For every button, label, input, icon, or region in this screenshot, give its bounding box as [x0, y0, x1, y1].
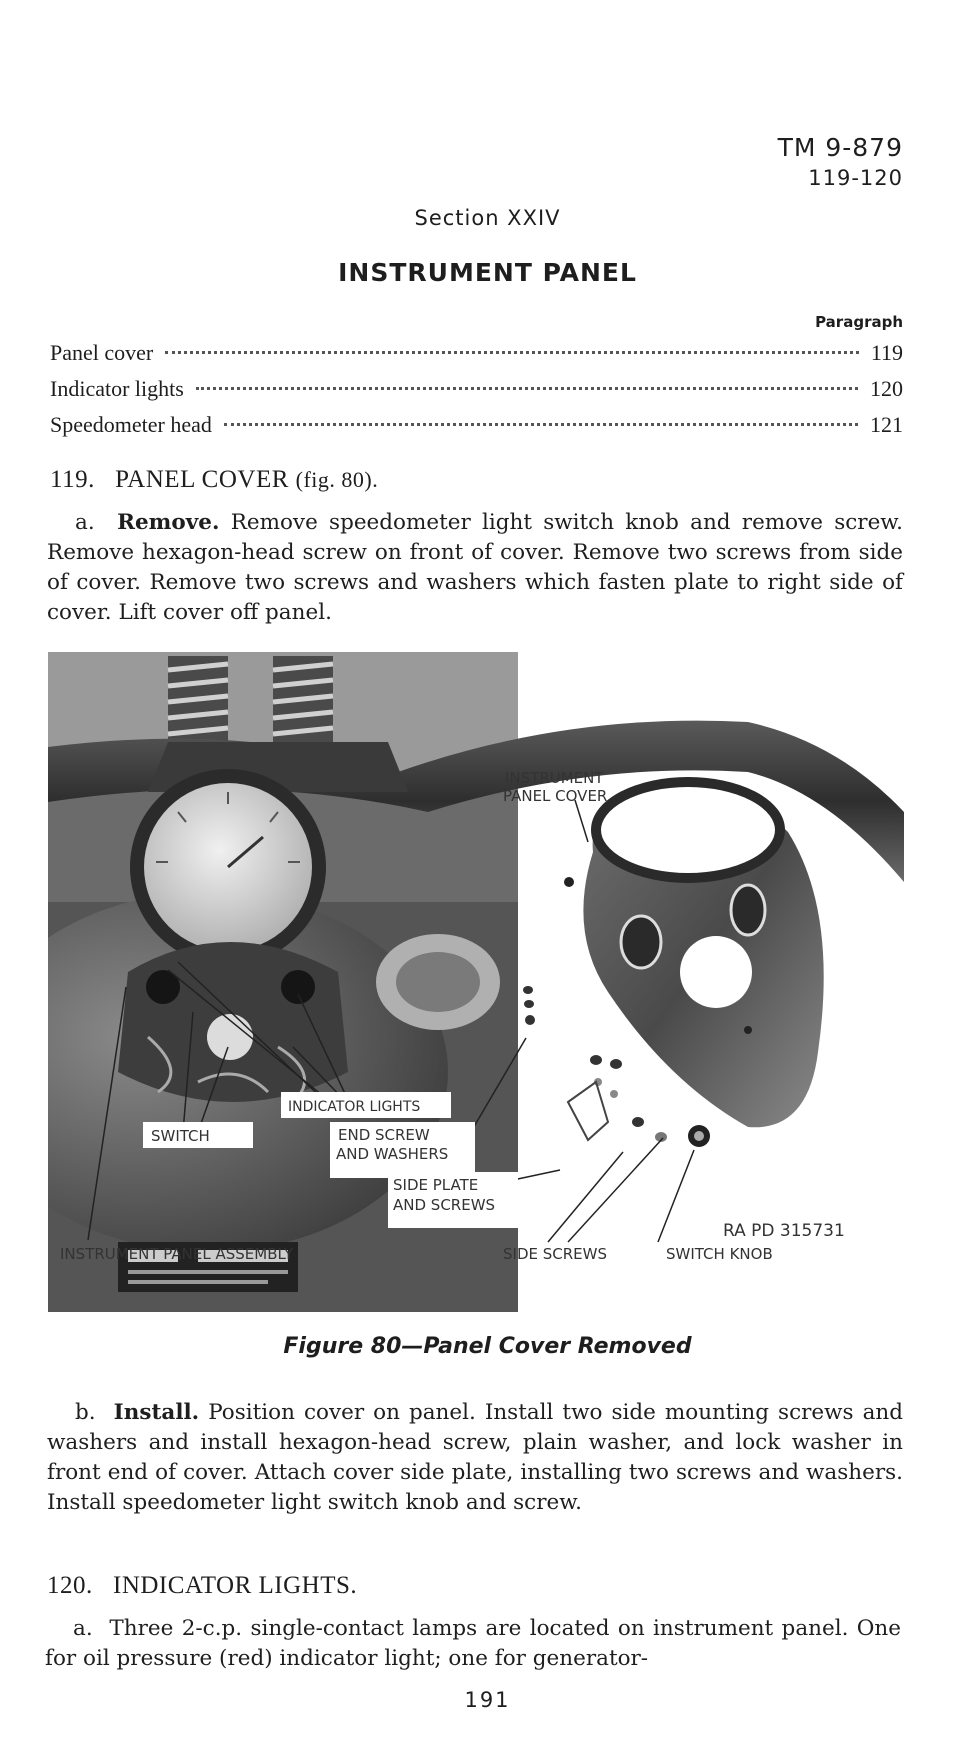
- paragraph-120-heading: 120. INDICATOR LIGHTS.: [47, 1572, 357, 1600]
- toc-number: 121: [870, 412, 903, 437]
- subpara-title: Install.: [113, 1400, 200, 1425]
- label-side-plate-1: SIDE PLATE: [393, 1176, 478, 1194]
- panel-cover-photo: INSTRUMENT PANEL COVER INDICATOR LIGHTS …: [48, 652, 904, 1317]
- indicator-light-center: [207, 1014, 253, 1060]
- label-switch: SWITCH: [151, 1127, 210, 1145]
- label-indicator-lights: INDICATOR LIGHTS: [288, 1099, 420, 1115]
- heading-number: 119.: [50, 466, 95, 493]
- figure-caption: Figure 80—Panel Cover Removed: [283, 1334, 692, 1359]
- toc-leader: [165, 351, 859, 354]
- toc-number: 119: [870, 340, 903, 365]
- label-instrument-panel-assembly: INSTRUMENT PANEL ASSEMBLY: [60, 1245, 294, 1263]
- figure-80-photo: INSTRUMENT PANEL COVER INDICATOR LIGHTS …: [48, 652, 904, 1317]
- leader-lines: [87, 799, 695, 1243]
- figure-reference: (fig. 80).: [295, 467, 379, 492]
- section-label: Section XXIV: [414, 206, 561, 230]
- loose-screws: [523, 986, 710, 1147]
- toc-row-panel-cover: Panel cover 119: [50, 340, 903, 376]
- toc-column-label: Paragraph: [815, 313, 903, 331]
- page-title: INSTRUMENT PANEL: [338, 258, 637, 287]
- paragraph-120a: a. Three 2-c.p. single-contact lamps are…: [45, 1614, 901, 1674]
- heading-text: INDICATOR LIGHTS.: [113, 1572, 358, 1599]
- paragraph-range: 119-120: [808, 166, 903, 190]
- label-instrument-panel-cover-2: PANEL COVER: [503, 787, 607, 805]
- side-plate-part: [566, 1080, 610, 1142]
- toc-label: Panel cover: [50, 340, 154, 365]
- label-instrument-panel-cover-1: INSTRUMENT: [505, 769, 604, 787]
- toc-number: 120: [870, 376, 903, 401]
- heading-text: PANEL COVER: [115, 466, 289, 493]
- label-end-screw-2: AND WASHERS: [336, 1145, 448, 1163]
- table-of-contents: Panel cover 119 Indicator lights 120 Spe…: [50, 340, 903, 448]
- label-side-screws: SIDE SCREWS: [503, 1245, 607, 1263]
- toc-leader: [223, 423, 858, 426]
- label-end-screw-1: END SCREW: [338, 1126, 430, 1144]
- subpara-label: a.: [73, 1616, 93, 1641]
- subpara-title: Remove.: [117, 510, 220, 535]
- label-switch-knob: SWITCH KNOB: [666, 1245, 773, 1263]
- page-number: 191: [464, 1688, 511, 1712]
- subpara-text: Position cover on panel. Install two sid…: [47, 1400, 904, 1515]
- toc-label: Indicator lights: [50, 376, 184, 401]
- subpara-label: b.: [75, 1400, 96, 1425]
- subpara-text: Remove speedometer light switch knob and…: [47, 510, 903, 625]
- heading-number: 120.: [47, 1572, 93, 1599]
- engine-springs: [167, 656, 334, 746]
- toc-label: Speedometer head: [50, 412, 212, 437]
- subpara-text: Three 2-c.p. single-contact lamps are lo…: [45, 1616, 901, 1671]
- indicator-light-left: [146, 970, 180, 1004]
- label-side-plate-2: AND SCREWS: [393, 1196, 495, 1214]
- manual-id: TM 9-879: [777, 133, 903, 162]
- toc-row-speedometer-head: Speedometer head 121: [50, 412, 903, 448]
- paragraph-119-heading: 119. PANEL COVER (fig. 80).: [50, 466, 378, 494]
- instrument-panel-cover: [564, 777, 824, 1128]
- paragraph-119b: b. Install. Position cover on panel. Ins…: [47, 1398, 903, 1518]
- toc-row-indicator-lights: Indicator lights 120: [50, 376, 903, 412]
- manual-number: TM 9-879 119-120: [778, 132, 903, 194]
- label-ra-pd: RA PD 315731: [723, 1221, 845, 1241]
- toc-leader: [195, 387, 858, 390]
- indicator-light-right: [281, 970, 315, 1004]
- paragraph-119a: a. Remove. Remove speedometer light swit…: [47, 508, 903, 628]
- subpara-label: a.: [75, 510, 95, 535]
